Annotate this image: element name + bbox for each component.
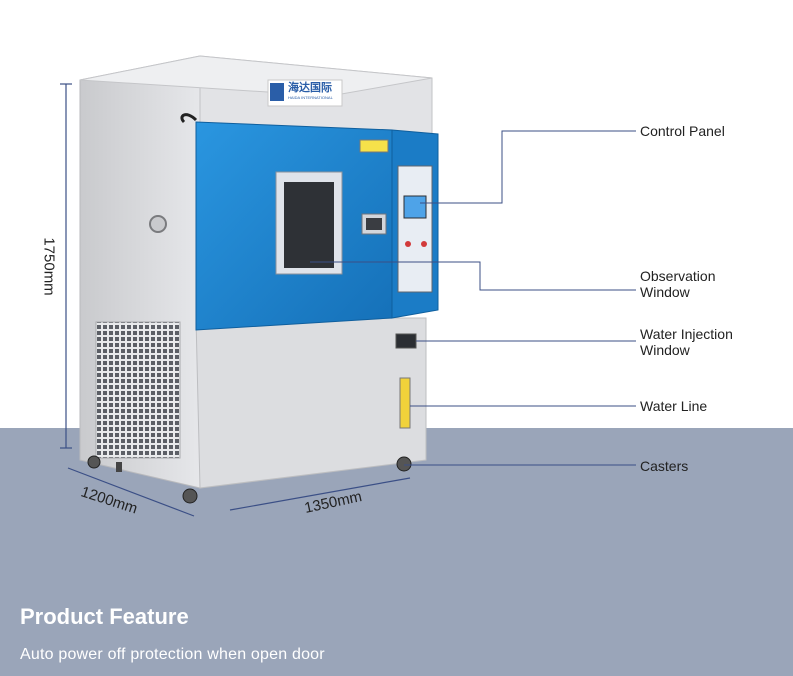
feature-title: Product Feature bbox=[20, 604, 189, 629]
callout-water-line: Water Line bbox=[640, 398, 708, 414]
observation-window-glass bbox=[284, 182, 334, 268]
callout-water-injection-window: Water Injection Window bbox=[640, 326, 733, 358]
water-injection-window bbox=[395, 333, 417, 349]
warning-labels bbox=[359, 139, 389, 153]
callout-observation-window: Observation Window bbox=[640, 268, 716, 300]
control-panel bbox=[397, 165, 433, 293]
height-dimension-line bbox=[60, 83, 72, 449]
control-panel-button bbox=[405, 241, 411, 247]
width-dimension-line bbox=[229, 477, 411, 511]
brand-logo: 海达国际 HAIDA INTERNATIONAL bbox=[288, 82, 342, 101]
power-cable bbox=[180, 113, 198, 124]
brand-logo-subtext: HAIDA INTERNATIONAL bbox=[288, 95, 333, 100]
cabinet-front-bottom bbox=[195, 317, 427, 489]
callout-control-panel: Control Panel bbox=[640, 123, 725, 139]
feature-description: Auto power off protection when open door bbox=[20, 646, 325, 663]
side-ventilation-grille bbox=[95, 321, 181, 459]
depth-dimension-line bbox=[67, 467, 195, 517]
caster-wheels bbox=[87, 455, 412, 504]
cabinet-top bbox=[79, 55, 433, 97]
callout-casters: Casters bbox=[640, 458, 689, 474]
control-panel-screen bbox=[403, 195, 427, 219]
water-level-indicator bbox=[399, 377, 411, 429]
brand-logo-text: 海达国际 bbox=[288, 82, 332, 94]
height-dimension-label: 1750mm bbox=[40, 237, 58, 296]
cable-port bbox=[149, 215, 167, 233]
callout-leader-lines bbox=[310, 130, 636, 466]
